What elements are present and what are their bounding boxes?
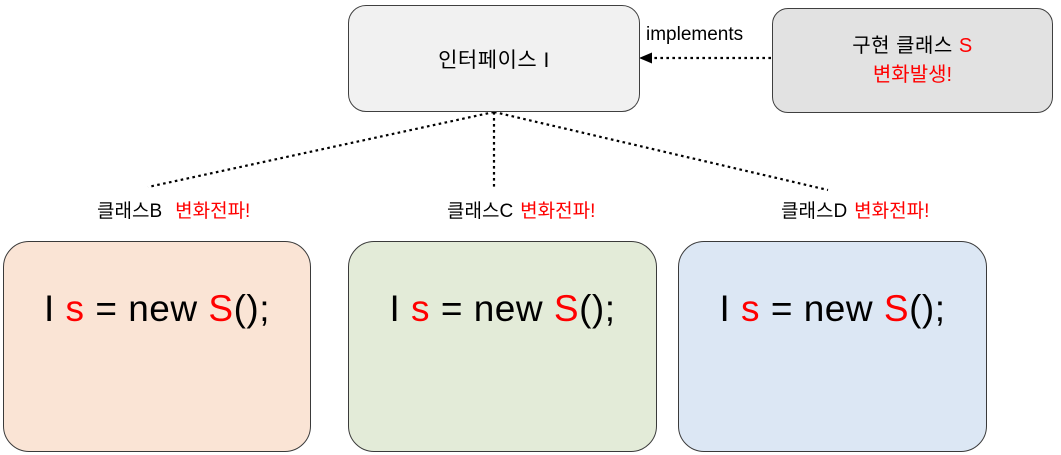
code-middle-b: = new: [84, 288, 209, 329]
code-middle-c: = new: [430, 288, 554, 329]
implementation-class-label: 구현 클래스 S: [852, 33, 972, 60]
implementation-class-label-prefix: 구현 클래스: [852, 34, 959, 57]
code-space-c: [400, 288, 411, 329]
code-class-c: S: [553, 288, 580, 329]
caption-class-c-name: 클래스C: [447, 201, 514, 222]
interface-node[interactable]: 인터페이스 I: [348, 5, 640, 112]
code-var-d: s: [741, 288, 761, 329]
code-space-d: [730, 288, 741, 329]
caption-class-d: 클래스D 변화전파!: [781, 196, 929, 223]
code-class-b: S: [208, 288, 234, 329]
code-node-class-d[interactable]: I s = new S();: [678, 241, 987, 452]
code-text-class-c: I s = new S();: [349, 288, 656, 330]
edge-to-class-d: [493, 110, 829, 192]
code-var-b: s: [65, 288, 85, 329]
code-node-class-c[interactable]: I s = new S();: [348, 241, 657, 452]
code-tail-c: ();: [579, 288, 616, 329]
caption-class-d-warning: 변화전파!: [854, 201, 930, 222]
caption-class-b-name: 클래스B: [97, 201, 163, 222]
implementation-class-label-accent: S: [958, 34, 973, 57]
code-middle-d: = new: [760, 288, 884, 329]
code-class-d: S: [883, 288, 910, 329]
implementation-class-node[interactable]: 구현 클래스 S 변화발생!: [772, 8, 1053, 113]
caption-class-c: 클래스C 변화전파!: [447, 196, 595, 223]
code-text-class-b: I s = new S();: [4, 288, 310, 330]
code-space-b: [55, 288, 66, 329]
caption-class-b-warning: 변화전파!: [175, 201, 251, 222]
implements-edge-label: implements: [646, 24, 744, 45]
caption-class-c-warning: 변화전파!: [520, 201, 596, 222]
implementation-change-warning: 변화발생!: [872, 63, 953, 86]
caption-class-d-name: 클래스D: [781, 201, 848, 222]
caption-class-b: 클래스B 변화전파!: [97, 196, 250, 223]
code-tail-d: ();: [909, 288, 946, 329]
code-tail-b: ();: [233, 288, 270, 329]
interface-node-label: 인터페이스 I: [438, 48, 550, 72]
implements-arrowhead: [639, 52, 652, 64]
code-type-b: I: [43, 288, 55, 329]
code-type-c: I: [389, 288, 401, 329]
code-node-class-b[interactable]: I s = new S();: [3, 241, 311, 452]
code-text-class-d: I s = new S();: [679, 288, 986, 330]
code-var-c: s: [411, 288, 431, 329]
edge-to-class-b: [147, 110, 495, 189]
code-type-d: I: [719, 288, 731, 329]
